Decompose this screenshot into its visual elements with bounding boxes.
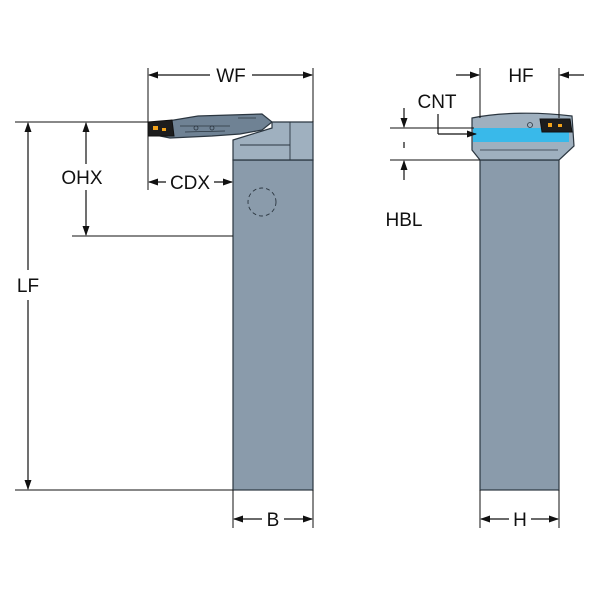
side-insert — [539, 118, 573, 133]
insert-accent — [548, 123, 552, 127]
insert-accent — [558, 124, 562, 127]
insert-accent — [153, 126, 158, 130]
blade-details — [180, 117, 256, 133]
head-details — [240, 122, 291, 217]
dim-label-hf: HF — [508, 66, 533, 87]
dim-label-b: B — [267, 510, 280, 531]
dimensions-front: WF LF OHX CDX B — [15, 66, 314, 531]
side-shank — [479, 159, 560, 491]
insert-tip — [147, 119, 175, 137]
dim-label-h: H — [513, 510, 527, 531]
dimensions-side: HF CNT HBL H — [386, 66, 584, 531]
dim-label-lf: LF — [17, 276, 39, 297]
dim-label-cdx: CDX — [170, 173, 210, 194]
dim-label-hbl: HBL — [386, 210, 423, 231]
dim-label-wf: WF — [216, 66, 246, 87]
insert-accent — [162, 128, 166, 131]
dim-label-ohx: OHX — [61, 168, 103, 189]
front-view — [147, 113, 314, 491]
side-head-details — [480, 122, 558, 151]
front-shank — [232, 159, 314, 491]
side-view — [471, 112, 575, 491]
dim-label-cnt: CNT — [417, 92, 456, 113]
